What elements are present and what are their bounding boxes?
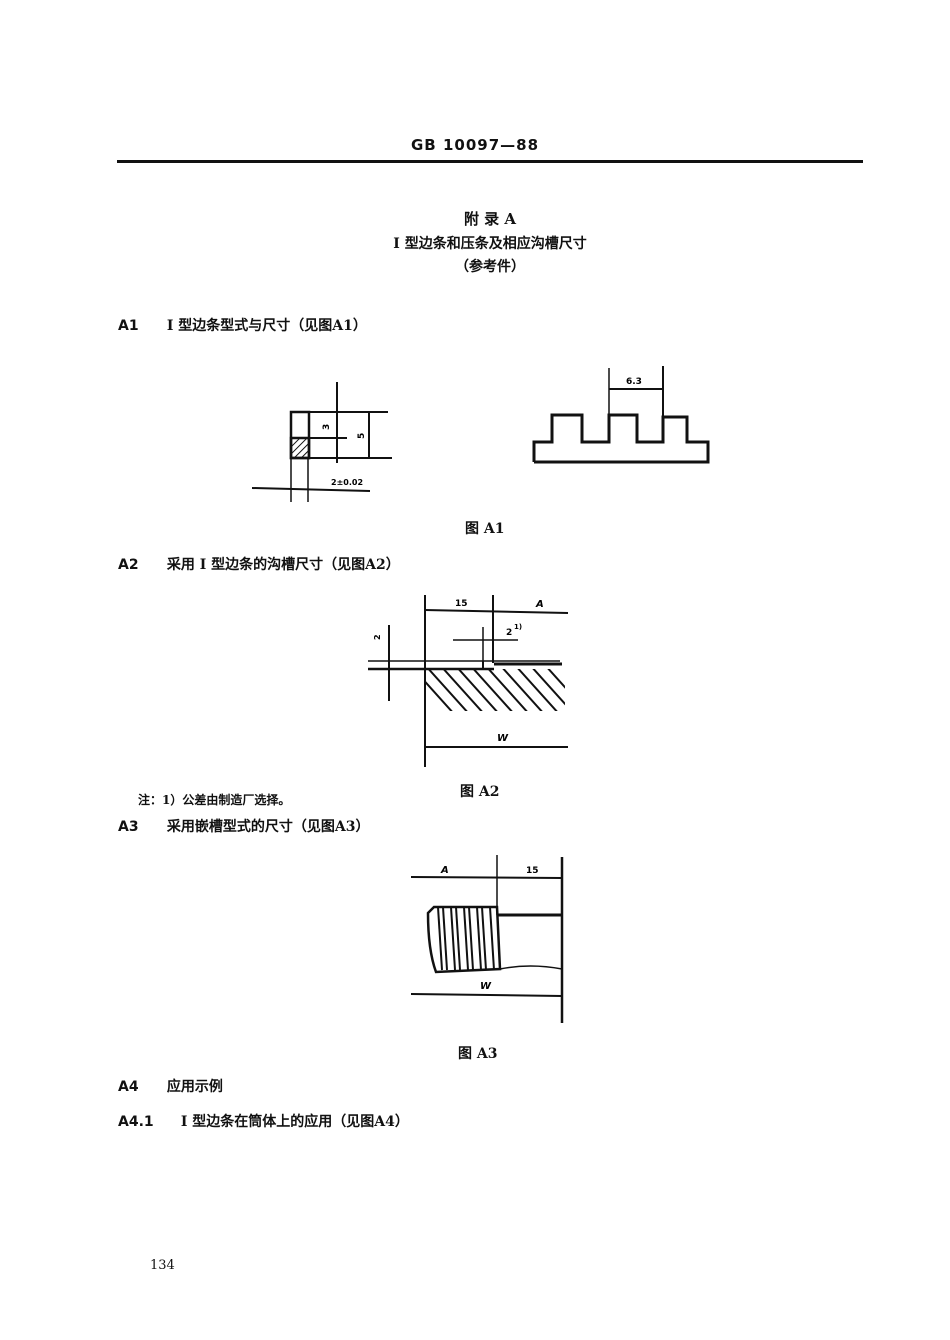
page-number: 134 [150, 1258, 175, 1273]
dim-height-inner: 3 [322, 424, 332, 430]
figure-a1-strip-profile-drawing: 3 5 2±0.02 [251, 382, 392, 502]
figure-a3-inlay-groove-drawing: A 15 W [410, 855, 564, 1023]
appendix-subtitle: （参考件） [455, 259, 525, 275]
section-number: A3 [118, 819, 139, 835]
figure-a1-caption: 图 A1 [465, 521, 505, 537]
section-title: 采用嵌槽型式的尺寸（见图A3） [166, 819, 370, 835]
appendix-label: 附 录 A [463, 210, 517, 228]
figure-a3-caption: 图 A3 [458, 1046, 498, 1062]
standard-code-header: GB 10097—88 [410, 136, 540, 154]
section-title: 采用 I 型边条的沟槽尺寸（见图A2） [166, 557, 400, 573]
figure-a2-groove-drawing: 15 A 2 1) 2 W [368, 595, 569, 767]
figure-a2-caption: 图 A2 [460, 784, 500, 800]
header-rule [117, 160, 863, 163]
section-number: A2 [118, 557, 139, 573]
section-number: A1 [118, 318, 139, 334]
dim-offset-15: 15 [526, 866, 539, 876]
label-w: W [480, 981, 492, 992]
section-number: A4 [118, 1079, 139, 1095]
dim-pitch: 6.3 [626, 377, 642, 387]
section-a4-heading: A4 应用示例 [118, 1076, 223, 1096]
section-a3-heading: A3 采用嵌槽型式的尺寸（见图A3） [118, 816, 369, 836]
section-a4-1-heading: A4.1 I 型边条在筒体上的应用（见图A4） [118, 1111, 409, 1131]
appendix-title: I 型边条和压条及相应沟槽尺寸 [393, 236, 587, 252]
section-a2-heading: A2 采用 I 型边条的沟槽尺寸（见图A2） [118, 554, 400, 574]
dim-offset-15: 15 [455, 599, 468, 609]
section-title: 应用示例 [166, 1079, 223, 1095]
tolerance-footnote: 注：1）公差由制造厂选择。 [138, 793, 291, 807]
label-w: W [497, 733, 509, 744]
label-a: A [440, 865, 449, 876]
section-number: A4.1 [118, 1114, 154, 1130]
dim-depth: 2 [373, 634, 382, 640]
dim-groove-width: 2 [506, 628, 512, 638]
dim-height-outer: 5 [357, 433, 367, 439]
figure-a1-tooth-profile-drawing: 6.3 [532, 366, 710, 464]
label-a: A [535, 599, 544, 610]
groove-footnote-mark: 1) [514, 623, 522, 631]
section-title: I 型边条在筒体上的应用（见图A4） [180, 1114, 409, 1130]
dim-width: 2±0.02 [331, 478, 363, 487]
section-a1-heading: A1 I 型边条型式与尺寸（见图A1） [118, 315, 367, 335]
section-title: I 型边条型式与尺寸（见图A1） [166, 318, 367, 334]
